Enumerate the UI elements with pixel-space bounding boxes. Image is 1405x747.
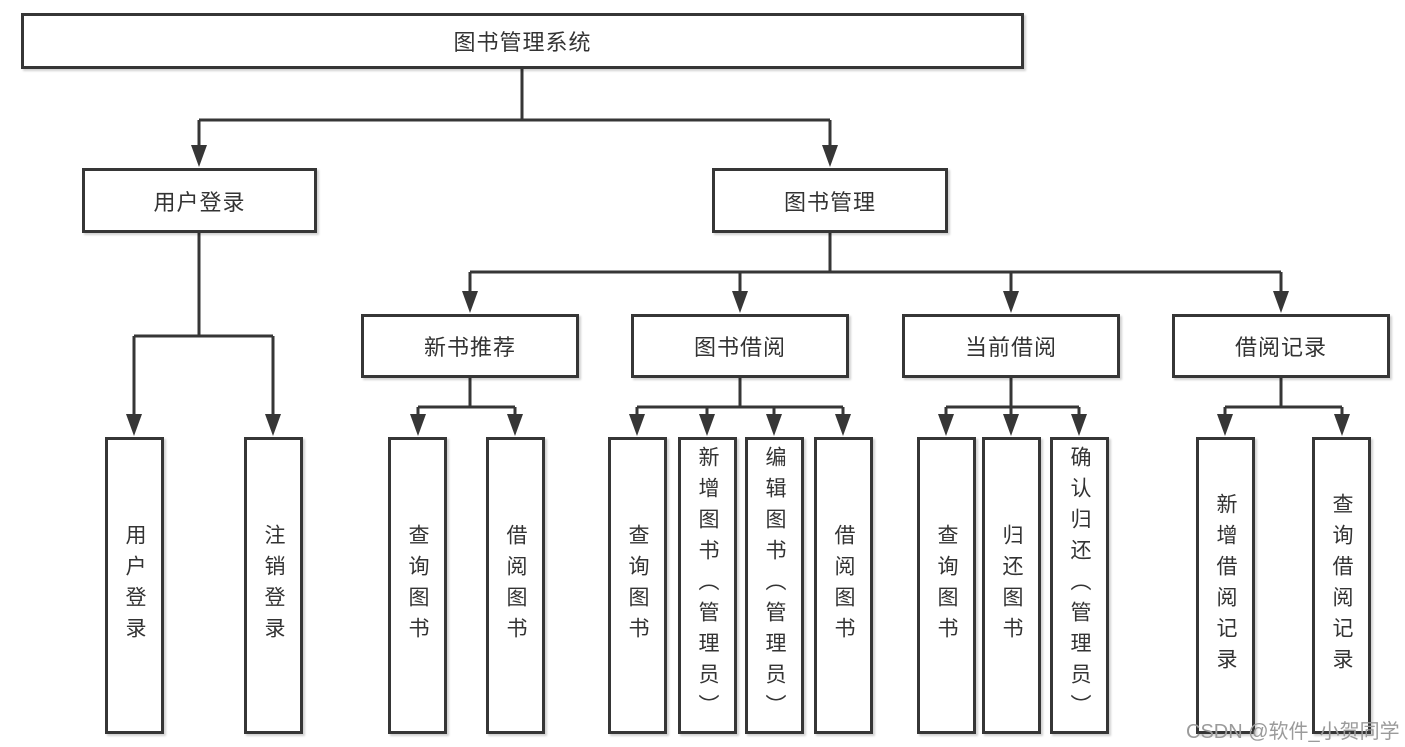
node-user-login-group-label: 用户登录 xyxy=(153,189,246,215)
leaf-borrow-books-borrow-label: 借阅图书 xyxy=(832,523,855,648)
watermark-csdn: CSDN @软件_小贺同学 xyxy=(1186,721,1400,743)
node-borrow-records-label: 借阅记录 xyxy=(1234,335,1327,360)
leaf-add-book-admin-label: 新增图书（管理员） xyxy=(696,446,719,725)
connector-segments xyxy=(132,69,1344,417)
leaf-borrow-books-borrow: 借阅图书 xyxy=(814,437,873,734)
leaf-add-book-admin: 新增图书（管理员） xyxy=(678,437,737,734)
leaf-query-books-current-label: 查询图书 xyxy=(935,523,958,648)
node-current-borrowing: 当前借阅 xyxy=(902,314,1120,378)
leaf-confirm-return-admin-label: 确认归还（管理员） xyxy=(1068,446,1091,725)
leaf-logout-login: 注销登录 xyxy=(244,437,303,734)
leaf-query-books-borrow: 查询图书 xyxy=(608,437,667,734)
leaf-user-login: 用户登录 xyxy=(105,437,164,734)
node-user-login-group: 用户登录 xyxy=(82,168,317,233)
leaf-edit-book-admin-label: 编辑图书（管理员） xyxy=(763,446,786,725)
leaf-query-borrow-record: 查询借阅记录 xyxy=(1312,437,1371,734)
node-book-borrowing-label: 图书借阅 xyxy=(693,335,786,360)
leaf-query-books-borrow-label: 查询图书 xyxy=(626,523,649,648)
leaf-confirm-return-admin: 确认归还（管理员） xyxy=(1050,437,1109,734)
node-library-system-label: 图书管理系统 xyxy=(453,30,592,55)
leaf-add-borrow-record: 新增借阅记录 xyxy=(1196,437,1255,734)
leaf-return-books-label: 归还图书 xyxy=(1000,523,1023,648)
node-book-management: 图书管理 xyxy=(712,168,948,233)
node-library-system: 图书管理系统 xyxy=(21,13,1024,69)
node-new-book-recommend-label: 新书推荐 xyxy=(423,335,516,360)
leaf-edit-book-admin: 编辑图书（管理员） xyxy=(745,437,804,734)
leaf-borrow-books-newrec-label: 借阅图书 xyxy=(504,523,527,648)
leaf-logout-login-label: 注销登录 xyxy=(262,523,285,648)
leaf-query-books-newrec: 查询图书 xyxy=(388,437,447,734)
node-current-borrowing-label: 当前借阅 xyxy=(964,335,1057,360)
leaf-user-login-label: 用户登录 xyxy=(123,523,146,648)
leaf-query-books-current: 查询图书 xyxy=(917,437,976,734)
node-book-borrowing: 图书借阅 xyxy=(631,314,849,378)
leaf-return-books: 归还图书 xyxy=(982,437,1041,734)
leaf-borrow-books-newrec: 借阅图书 xyxy=(486,437,545,734)
leaf-query-borrow-record-label: 查询借阅记录 xyxy=(1330,492,1353,679)
node-book-management-label: 图书管理 xyxy=(783,189,876,215)
node-borrow-records: 借阅记录 xyxy=(1172,314,1390,378)
leaf-query-books-newrec-label: 查询图书 xyxy=(406,523,429,648)
leaf-add-borrow-record-label: 新增借阅记录 xyxy=(1214,492,1237,679)
node-new-book-recommend: 新书推荐 xyxy=(361,314,579,378)
